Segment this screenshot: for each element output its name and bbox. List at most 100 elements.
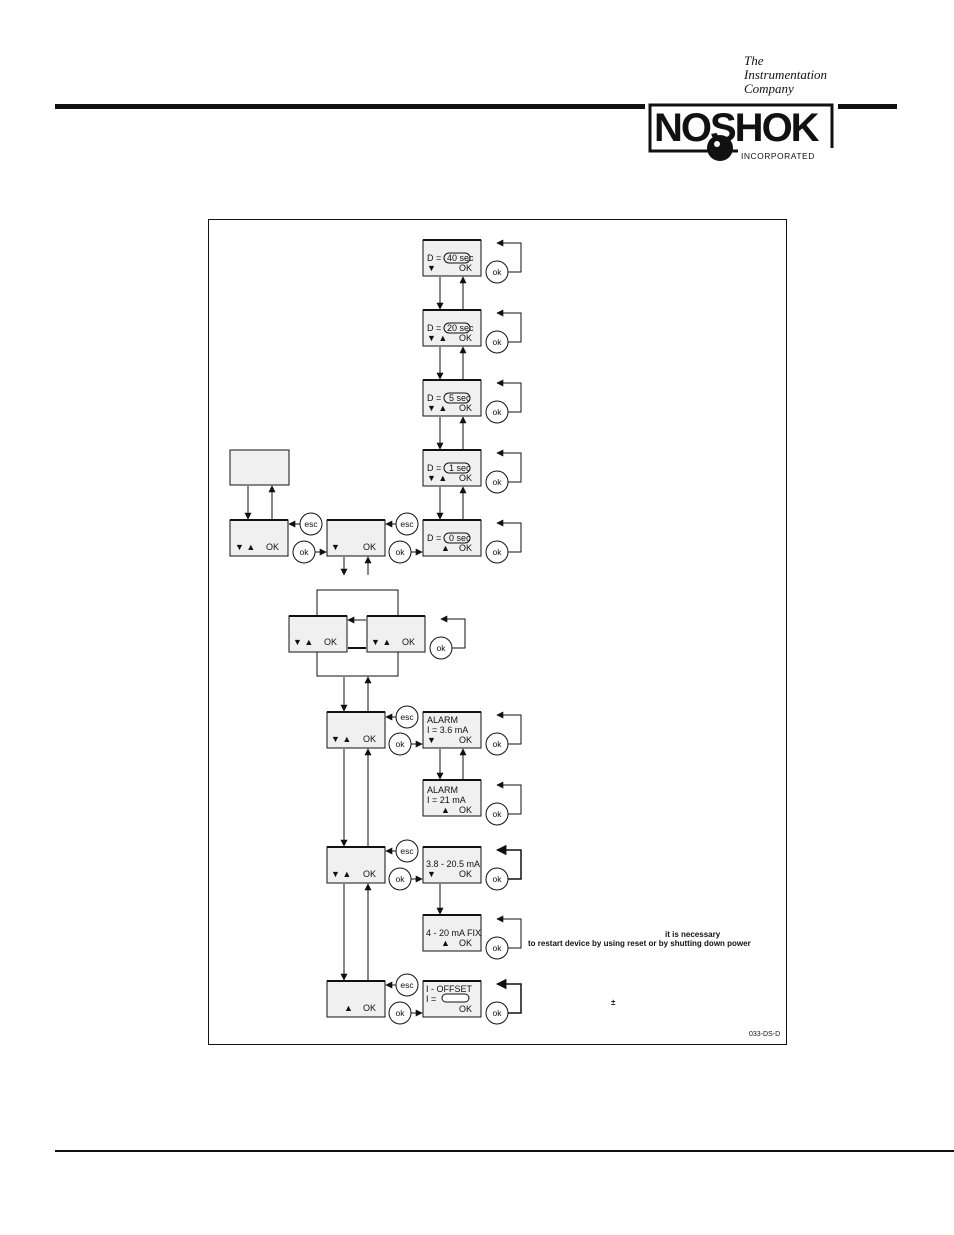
- svg-text:OK: OK: [459, 473, 472, 483]
- offset-esc-button[interactable]: esc: [395, 973, 419, 997]
- svg-text:OK: OK: [459, 938, 472, 948]
- svg-text:esc: esc: [400, 846, 414, 856]
- ok-button-top-mid[interactable]: ok: [388, 540, 412, 564]
- svg-text:3.8 - 20.5 mA: 3.8 - 20.5 mA: [426, 859, 480, 869]
- esc-button-top-mid[interactable]: esc: [395, 512, 419, 536]
- svg-text:esc: esc: [400, 980, 414, 990]
- svg-text:▼ ▲: ▼ ▲: [371, 637, 391, 647]
- svg-text:▼: ▼: [427, 735, 436, 745]
- range-menu-lcd: ▼ ▲ OK: [326, 846, 386, 884]
- offset-menu-arrows: [385, 981, 423, 1017]
- svg-text:0 sec: 0 sec: [449, 533, 471, 543]
- svg-text:ALARM: ALARM: [427, 785, 458, 795]
- svg-text:D =: D =: [427, 323, 441, 333]
- svg-text:D =: D =: [427, 533, 441, 543]
- damping-lcd-0: D = 0 sec ▲ OK: [422, 519, 482, 557]
- alarm-flow-arrows: [436, 748, 467, 780]
- range-lcd-fixed: 4 - 20 mA FIX ▲ OK: [422, 914, 482, 952]
- damping-ok-button-20[interactable]: ok: [485, 330, 509, 354]
- svg-text:▼: ▼: [427, 869, 436, 879]
- logo-wordmark: NOSHOK: [654, 106, 820, 150]
- svg-text:ok: ok: [493, 407, 503, 417]
- svg-text:OK: OK: [363, 734, 376, 744]
- offset-menu-lcd: ▲ OK: [326, 980, 386, 1018]
- damping-lcd-5: D = 5 sec ▼ ▲ OK: [422, 379, 482, 417]
- svg-text:▼ ▲: ▼ ▲: [331, 869, 351, 879]
- restart-note-line2: to restart device by using reset or by s…: [528, 939, 751, 948]
- alarm-low-ok-button[interactable]: ok: [485, 732, 509, 756]
- range-lcd-extended: 3.8 - 20.5 mA ▼ OK: [422, 846, 482, 884]
- svg-text:ok: ok: [300, 547, 310, 557]
- damping-ok-button-5[interactable]: ok: [485, 400, 509, 424]
- offset-lcd-ok-button[interactable]: ok: [485, 1001, 509, 1025]
- svg-text:OK: OK: [459, 805, 472, 815]
- svg-text:OK: OK: [459, 1004, 472, 1014]
- left-column-arrows-2: [340, 883, 372, 981]
- esc-button-top-left[interactable]: esc: [299, 512, 323, 536]
- diagram-frame: [208, 219, 787, 1045]
- mid-column-arrows: [340, 676, 372, 712]
- svg-text:▲: ▲: [441, 805, 450, 815]
- svg-text:▼ ▲: ▼ ▲: [235, 542, 255, 552]
- damping-ok-button-0[interactable]: ok: [485, 540, 509, 564]
- svg-text:ok: ok: [396, 1008, 406, 1018]
- svg-text:OK: OK: [459, 263, 472, 273]
- svg-text:ok: ok: [396, 874, 406, 884]
- svg-text:ok: ok: [493, 337, 503, 347]
- svg-text:▼: ▼: [331, 542, 340, 552]
- offset-ok-button[interactable]: ok: [388, 1001, 412, 1025]
- main-display-box: [229, 449, 290, 486]
- offset-plusminus-note: ±: [611, 998, 616, 1007]
- range-menu-arrows: [385, 847, 423, 883]
- svg-text:esc: esc: [400, 519, 414, 529]
- svg-text:ok: ok: [493, 267, 503, 277]
- ok-button-top-left[interactable]: ok: [292, 540, 316, 564]
- range-esc-button[interactable]: esc: [395, 839, 419, 863]
- menu-lcd-left: ▼ ▲ OK: [229, 519, 289, 557]
- svg-text:ok: ok: [493, 547, 503, 557]
- svg-text:▲: ▲: [441, 938, 450, 948]
- alarm-ok-button[interactable]: ok: [388, 732, 412, 756]
- range-fixed-ok-button[interactable]: ok: [485, 936, 509, 960]
- svg-text:OK: OK: [459, 333, 472, 343]
- svg-text:OK: OK: [363, 869, 376, 879]
- svg-text:▼ ▲: ▼ ▲: [427, 403, 447, 413]
- menu-lcd-mid: ▼ OK: [326, 519, 386, 557]
- svg-text:40 sec: 40 sec: [447, 253, 474, 263]
- svg-text:1 sec: 1 sec: [449, 463, 471, 473]
- pair-lcd-right: ▼ ▲ OK: [366, 615, 426, 653]
- svg-text:ok: ok: [493, 809, 503, 819]
- damping-lcd-40: D = 40 sec ▼ OK: [422, 239, 482, 277]
- svg-text:esc: esc: [304, 519, 318, 529]
- damping-ok-button-40[interactable]: ok: [485, 260, 509, 284]
- svg-text:▼ ▲: ▼ ▲: [293, 637, 313, 647]
- figure-code: 033-DS-D: [749, 1031, 780, 1038]
- logo-subtitle: INCORPORATED: [741, 151, 815, 161]
- alarm-esc-button[interactable]: esc: [395, 705, 419, 729]
- svg-text:I =: I =: [426, 994, 436, 1004]
- svg-text:I - OFFSET: I - OFFSET: [426, 984, 473, 994]
- alarm-lcd-low: ALARM I = 3.6 mA ▼ OK: [422, 711, 482, 749]
- pair-ok-button[interactable]: ok: [429, 636, 453, 660]
- damping-ok-button-1[interactable]: ok: [485, 470, 509, 494]
- range-extended-ok-button[interactable]: ok: [485, 867, 509, 891]
- alarm-high-ok-button[interactable]: ok: [485, 802, 509, 826]
- svg-text:ALARM: ALARM: [427, 715, 458, 725]
- svg-text:OK: OK: [324, 637, 337, 647]
- svg-text:I = 3.6 mA: I = 3.6 mA: [427, 725, 468, 735]
- offset-lcd: I - OFFSET I = OK: [422, 980, 482, 1018]
- svg-text:OK: OK: [363, 542, 376, 552]
- pair-links: [347, 616, 366, 649]
- svg-text:ok: ok: [493, 739, 503, 749]
- svg-text:OK: OK: [459, 403, 472, 413]
- top-row-arrows: [288, 520, 423, 576]
- svg-text:ok: ok: [493, 477, 503, 487]
- svg-text:OK: OK: [363, 1003, 376, 1013]
- svg-text:D =: D =: [427, 253, 441, 263]
- alarm-menu-arrows: [385, 713, 423, 748]
- svg-text:ok: ok: [396, 547, 406, 557]
- header-rule-right: [838, 104, 897, 109]
- range-ok-button[interactable]: ok: [388, 867, 412, 891]
- svg-text:ok: ok: [493, 874, 503, 884]
